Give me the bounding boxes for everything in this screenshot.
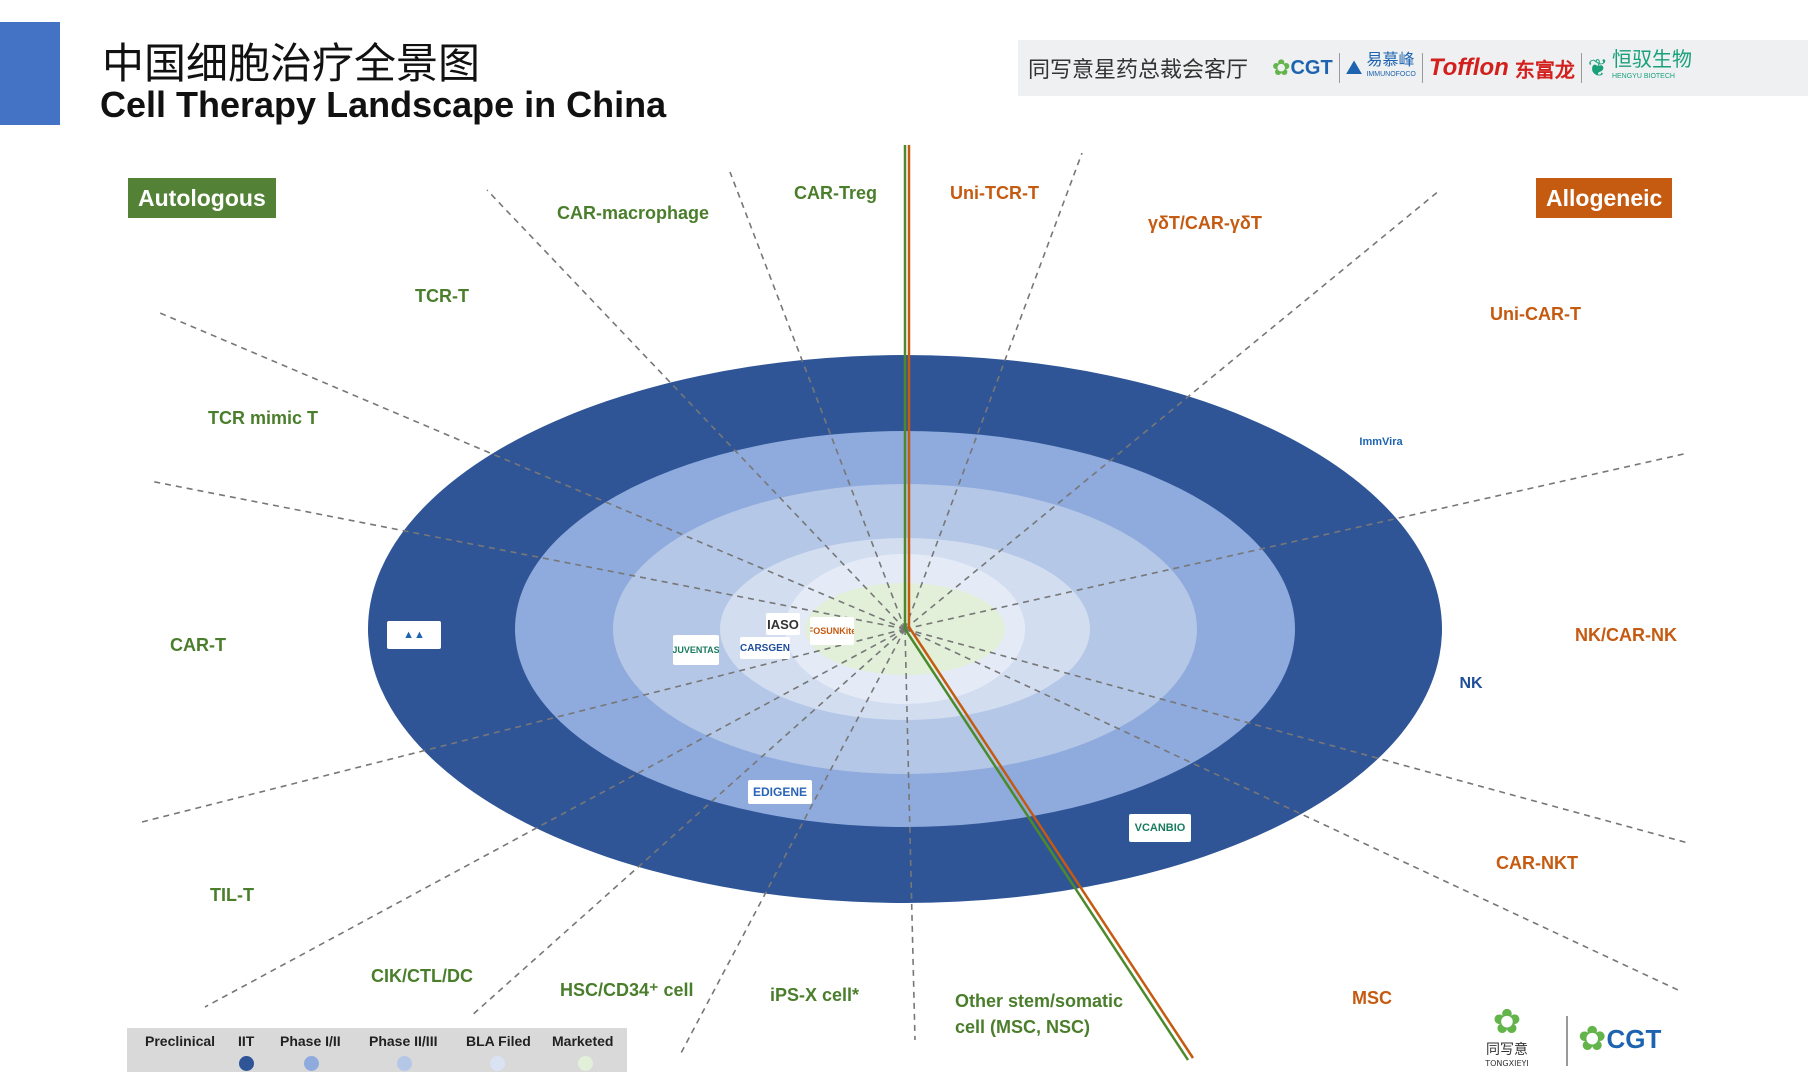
spoke [904, 628, 916, 1041]
spoke [149, 480, 906, 630]
legend-label-bla-filed: BLA Filed [466, 1033, 531, 1049]
label-uni-tcr-t: Uni-TCR-T [950, 183, 1039, 203]
label-gamma-delta-t: γδT/CAR-γδT [1148, 213, 1262, 233]
hengyu-logo: ❦ 恒驭生物 HENGYU BIOTECH [1588, 40, 1692, 96]
immunofoco-logo-cn: 易慕峰 [1366, 52, 1415, 69]
legend-dot-bla-filed [490, 1056, 505, 1071]
legend-label-marketed: Marketed [552, 1033, 614, 1049]
spoke [904, 189, 1441, 630]
hengyu-logo-cn: 恒驭生物 [1611, 47, 1692, 71]
company-logo-fosunkite: FOSUNKite [810, 617, 854, 645]
label-other-stem-line2: cell (MSC, NSC) [955, 1017, 1091, 1037]
label-other-stem-line1: Other stem/somatic [955, 991, 1124, 1011]
legend-dot-phase-1-2 [304, 1056, 319, 1071]
tongxieyi-logo: ✿ 同写意 TONGXIEYI [1452, 1002, 1562, 1068]
label-ips-x-cell: iPS-X cell* [770, 985, 860, 1005]
spoke [469, 628, 906, 1018]
legend-label-phase-1-2: Phase I/II [280, 1033, 341, 1049]
legend-label-iit: IIT [238, 1033, 255, 1049]
label-car-treg: CAR-Treg [794, 183, 878, 203]
label-cik-ctl-dc: CIK/CTL/DC [371, 966, 473, 986]
company-logo-immvira: ImmVira [1346, 428, 1416, 456]
sponsor-text: 同写意星药总裁会客厅 [1028, 58, 1249, 83]
divider-green-lower [903, 628, 1190, 1061]
immunofoco-logo: ⛰ 易慕峰 IMMUNOFOCO [1346, 40, 1416, 96]
dashed-spokes [137, 152, 1689, 1056]
legend-label-phase-2-3: Phase II/III [369, 1033, 438, 1049]
allogeneic-tag: Allogeneic [1536, 178, 1673, 218]
legend-label-preclinical: Preclinical [145, 1033, 216, 1049]
flower-icon: ✿ [1272, 55, 1291, 80]
label-til-t: TIL-T [210, 885, 254, 905]
spoke [729, 171, 906, 630]
label-nk-car-nk: NK/CAR-NK [1575, 625, 1677, 645]
spoke [486, 189, 906, 630]
spoke [159, 312, 906, 630]
label-hsc-cd34: HSC/CD34⁺ cell [560, 980, 694, 1000]
label-car-t: CAR-T [170, 635, 226, 655]
company-logo-carsgen: CARSGEN [740, 637, 790, 659]
company-logo-iaso: IASO [766, 613, 800, 635]
tofflon-logo-cn: 东富龙 [1514, 57, 1575, 82]
tofflon-logo-text: Tofflon [1428, 54, 1509, 81]
cgt-logo-footer-text: CGT [1606, 1023, 1662, 1054]
sponsor-strip: 同写意星药总裁会客厅 ✿ CGT ⛰ 易慕峰 IMMUNOFOCO Tofflo… [1018, 40, 1808, 96]
cgt-logo-text: CGT [1290, 56, 1333, 79]
divider-lines [903, 145, 1195, 1061]
label-tcr-t: TCR-T [415, 286, 469, 306]
label-uni-car-t: Uni-CAR-T [1490, 304, 1581, 324]
label-car-macrophage: CAR-macrophage [557, 203, 710, 223]
company-logo-vcanbio: VCANBIO [1129, 814, 1191, 842]
legend-dot-phase-2-3 [397, 1056, 412, 1071]
spoke [904, 452, 1689, 630]
leaf-icon: ❦ [1587, 54, 1608, 82]
label-tcr-mimic-t: TCR mimic T [208, 408, 319, 428]
company-logo-edigene: EDIGENE [748, 780, 812, 804]
legend-dot-marketed [578, 1056, 593, 1071]
divider-orange-lower [907, 626, 1195, 1059]
divider [1338, 53, 1340, 83]
autologous-tag: Autologous [128, 178, 276, 218]
page-title-en: Cell Therapy Landscape in China [100, 84, 667, 125]
footer-divider [1566, 1016, 1568, 1066]
flower-icon: ✿ [1578, 1019, 1607, 1059]
spoke [204, 628, 906, 1008]
tofflon-logo: Tofflon 东富龙 [1429, 40, 1575, 96]
immunofoco-logo-en: IMMUNOFOCO [1366, 71, 1416, 78]
tongxieyi-logo-cn: 同写意 [1486, 1042, 1528, 1058]
flower-icon: ✿ [1492, 1002, 1522, 1042]
company-logo-nk: NK [1445, 665, 1497, 703]
mountain-icon: ⛰ [1345, 56, 1363, 79]
cgt-logo: ✿ CGT [1272, 40, 1333, 96]
accent-bar [0, 22, 60, 125]
page-title-cn: 中国细胞治疗全景图 [102, 39, 481, 88]
label-msc: MSC [1352, 988, 1392, 1008]
company-logo-juventas: JUVENTAS [673, 635, 719, 665]
spoke [904, 628, 1689, 844]
tongxieyi-logo-en: TONGXIEYI [1485, 1059, 1529, 1068]
label-car-nkt: CAR-NKT [1496, 853, 1578, 873]
legend-dot-iit [239, 1056, 254, 1071]
company-logo-mountain: ▲▲ [387, 621, 441, 649]
spoke [679, 628, 906, 1056]
spoke [904, 152, 1083, 630]
hengyu-logo-en: HENGYU BIOTECH [1611, 73, 1675, 80]
legend: Preclinical IIT Phase I/II Phase II/III … [127, 1028, 627, 1072]
divider [1580, 53, 1582, 83]
divider [1421, 53, 1423, 83]
cgt-logo-footer: ✿ CGT [1578, 1010, 1678, 1068]
